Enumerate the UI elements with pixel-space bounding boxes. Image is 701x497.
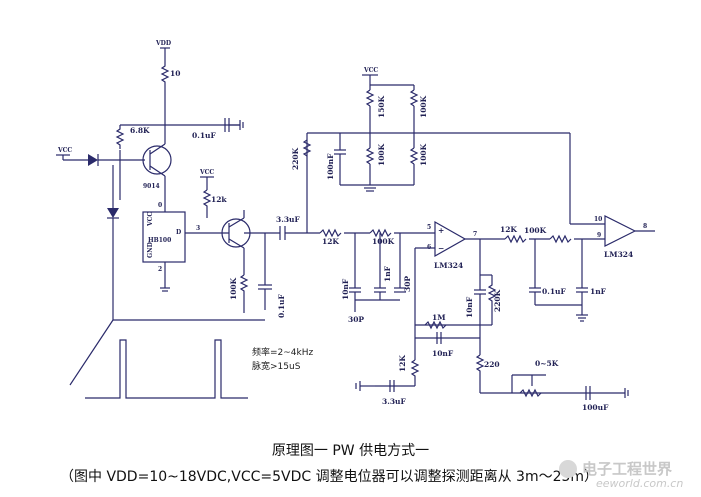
- svg-text:+: +: [438, 226, 444, 235]
- resistor-100K-e: 100K: [369, 228, 395, 246]
- svg-text:0~5K: 0~5K: [535, 359, 559, 368]
- svg-text:220K: 220K: [493, 289, 502, 312]
- resistor-220K-a: 220K: [291, 139, 312, 170]
- svg-text:100K: 100K: [419, 143, 428, 166]
- svg-text:100K: 100K: [372, 237, 395, 246]
- resistor-10: 10: [160, 62, 180, 96]
- transistor-9014: 9014: [142, 125, 172, 200]
- svg-text:3.3uF: 3.3uF: [382, 397, 407, 406]
- svg-text:0.1uF: 0.1uF: [542, 287, 567, 296]
- svg-text:VCC: VCC: [363, 67, 378, 74]
- svg-text:0: 0: [158, 202, 162, 209]
- opamp-lm324-b: 10 9 8 LM324: [569, 133, 655, 259]
- svg-text:7: 7: [473, 231, 477, 238]
- svg-text:2: 2: [158, 266, 162, 273]
- hb100-module: HB100 VCC GND D 0 2 3: [142, 200, 210, 292]
- svg-text:220: 220: [484, 360, 500, 369]
- resistor-12K-b: 12K: [319, 228, 342, 246]
- svg-text:1nF: 1nF: [590, 287, 607, 296]
- svg-text:220K: 220K: [291, 147, 300, 170]
- svg-text:10: 10: [594, 216, 602, 223]
- svg-text:D: D: [176, 229, 181, 236]
- svg-text:3: 3: [196, 225, 200, 232]
- svg-text:3.3uF: 3.3uF: [276, 215, 301, 224]
- vdd-label: VDD: [155, 40, 171, 47]
- capacitor-3.3uF: 3.3uF: [276, 215, 301, 240]
- capacitor-0.1uF-right: 0.1uF: [529, 239, 567, 305]
- capacitor-1nF-right: 1nF: [576, 239, 607, 315]
- svg-text:12K: 12K: [398, 355, 407, 372]
- vcc-label-left: VCC: [57, 147, 72, 154]
- svg-text:100K: 100K: [229, 277, 238, 300]
- capacitor-30P-b: 30P: [394, 233, 412, 293]
- svg-text:9014: 9014: [143, 183, 160, 190]
- capacitor-1nF: 1nF: [374, 233, 392, 300]
- input-12K-3.3uF: 12K 3.3uF: [355, 355, 420, 406]
- svg-text:VCC: VCC: [147, 212, 154, 227]
- svg-text:HB100: HB100: [148, 237, 171, 244]
- pulse-waveform: 频率=2~4kHz 脉宽>15uS: [85, 339, 314, 399]
- svg-text:LM324: LM324: [434, 261, 463, 270]
- svg-text:150K: 150K: [377, 95, 386, 118]
- transistor-2: 100K: [210, 210, 251, 313]
- vcc-divider: VCC 150K 100K 100K 100K 100nF: [326, 67, 428, 192]
- diode-left: [107, 165, 119, 320]
- svg-text:脉宽>15uS: 脉宽>15uS: [252, 360, 301, 372]
- vdd-supply: VDD: [155, 40, 171, 62]
- svg-text:6.8K: 6.8K: [130, 126, 150, 135]
- svg-text:1M: 1M: [432, 313, 446, 322]
- svg-text:100K: 100K: [377, 143, 386, 166]
- resistor-6k8: 6.8K: [115, 125, 150, 149]
- eeworld-watermark: 电子工程世界 eeworld.com.cn: [559, 460, 683, 490]
- svg-text:12k: 12k: [211, 195, 227, 204]
- capacitor-10nF-a: 10nF 30P: [341, 233, 364, 324]
- caption-title: 原理图一 PW 供电方式一: [271, 443, 430, 459]
- svg-text:5: 5: [427, 224, 431, 231]
- svg-text:GND: GND: [147, 242, 154, 258]
- feedback-network: 10nF 220K 1M 10nF 220: [415, 239, 590, 394]
- vcc-diode: VCC: [56, 147, 145, 166]
- svg-text:10nF: 10nF: [341, 278, 350, 300]
- svg-text:1nF: 1nF: [383, 265, 392, 282]
- svg-text:10nF: 10nF: [432, 349, 454, 358]
- svg-text:LM324: LM324: [604, 250, 633, 259]
- vcc-12k: VCC 12k: [199, 169, 227, 218]
- svg-text:VCC: VCC: [199, 169, 214, 176]
- resistor-12K-d: 12K: [500, 225, 527, 244]
- svg-text:9: 9: [597, 232, 601, 239]
- svg-text:100nF: 100nF: [326, 153, 335, 180]
- resistor-100K-f: 100K: [524, 226, 572, 244]
- svg-text:30P: 30P: [348, 315, 364, 324]
- capacitor-0.1uF-left: 0.1uF: [258, 233, 286, 318]
- potentiometer: 0~5K 100uF: [511, 359, 629, 412]
- svg-text:−: −: [438, 244, 444, 253]
- svg-text:0.1uF: 0.1uF: [277, 293, 286, 318]
- svg-text:eeworld.com.cn: eeworld.com.cn: [596, 477, 683, 490]
- svg-text:8: 8: [643, 223, 647, 230]
- capacitor-0.1uF-top: 0.1uF: [192, 118, 244, 140]
- svg-text:频率=2~4kHz: 频率=2~4kHz: [252, 346, 314, 358]
- svg-text:12K: 12K: [500, 225, 517, 234]
- caption-note: （图中 VDD=10~18VDC,VCC=5VDC 调整电位器可以调整探测距离从…: [60, 469, 599, 485]
- svg-text:10: 10: [170, 69, 180, 78]
- svg-text:12K: 12K: [322, 237, 339, 246]
- svg-text:100uF: 100uF: [582, 403, 609, 412]
- svg-text:10nF: 10nF: [465, 296, 474, 318]
- opamp-lm324-a: + − 5 6 7 LM324: [414, 220, 477, 360]
- svg-text:电子工程世界: 电子工程世界: [582, 460, 672, 478]
- svg-text:100K: 100K: [419, 95, 428, 118]
- svg-text:100K: 100K: [524, 226, 547, 235]
- svg-text:30P: 30P: [403, 276, 412, 292]
- svg-text:0.1uF: 0.1uF: [192, 131, 217, 140]
